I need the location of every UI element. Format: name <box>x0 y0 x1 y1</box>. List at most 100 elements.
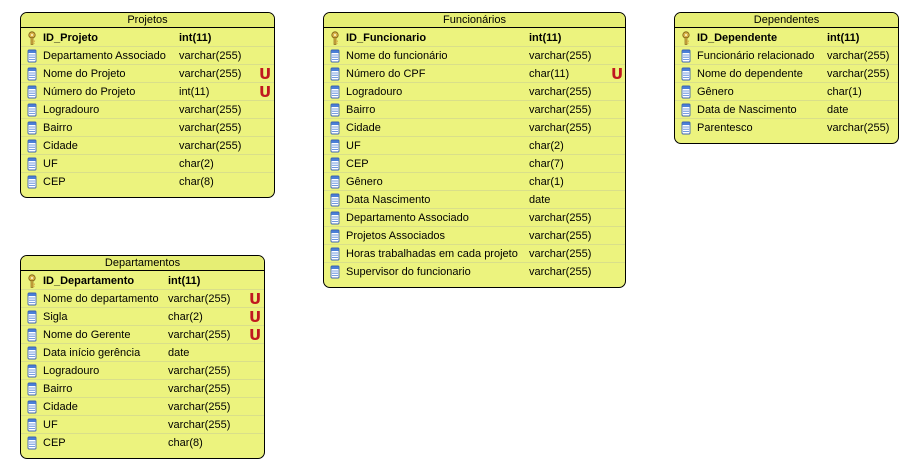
column-name: Projetos Associados <box>346 230 446 242</box>
column-icon <box>26 85 38 99</box>
column-name: CEP <box>346 158 369 170</box>
column-type: int(11) <box>179 86 210 98</box>
column-type: varchar(255) <box>179 140 242 152</box>
column-type: varchar(255) <box>529 212 592 224</box>
column-type: date <box>827 104 849 116</box>
column-icon <box>329 229 341 243</box>
column-row[interactable]: Departamento Associado varchar(255) <box>324 209 625 227</box>
column-name: Cidade <box>43 140 78 152</box>
column-icon <box>329 67 341 81</box>
column-name: Bairro <box>346 104 376 116</box>
column-type: int(11) <box>179 32 212 44</box>
column-name: Cidade <box>43 401 78 413</box>
column-icon <box>26 139 38 153</box>
column-name: Cidade <box>346 122 381 134</box>
column-type: varchar(255) <box>179 104 242 116</box>
column-name: Número do Projeto <box>43 86 136 98</box>
column-type: char(11) <box>529 68 570 80</box>
column-icon <box>26 328 38 342</box>
column-type: varchar(255) <box>179 68 242 80</box>
column-type: varchar(255) <box>529 230 592 242</box>
column-icon <box>26 400 38 414</box>
column-name: CEP <box>43 437 66 449</box>
column-type: int(11) <box>827 32 860 44</box>
column-icon <box>329 49 341 63</box>
column-name: Gênero <box>697 86 734 98</box>
column-type: varchar(255) <box>168 401 231 413</box>
column-row[interactable]: Logradouro varchar(255) <box>21 101 274 119</box>
column-icon <box>26 436 38 450</box>
column-type: varchar(255) <box>529 122 592 134</box>
unique-index-icon: U <box>249 308 262 326</box>
column-type: char(8) <box>168 437 203 449</box>
column-row[interactable]: Cidade varchar(255) <box>324 119 625 137</box>
column-icon <box>680 85 692 99</box>
column-type: int(11) <box>168 275 201 287</box>
unique-index-icon: U <box>249 326 262 344</box>
primary-key-icon <box>329 31 341 45</box>
column-icon <box>26 157 38 171</box>
column-name: Logradouro <box>43 365 100 377</box>
column-name: Data início gerência <box>43 347 141 359</box>
column-row[interactable]: Projetos Associados varchar(255) <box>324 227 625 245</box>
column-row[interactable]: Cidade varchar(255) <box>21 398 264 416</box>
column-name: Data de Nascimento <box>697 104 797 116</box>
column-type: varchar(255) <box>529 266 592 278</box>
column-row[interactable]: Cidade varchar(255) <box>21 137 274 155</box>
column-name: Funcionário relacionado <box>697 50 815 62</box>
column-row[interactable]: Gênero char(1) <box>675 83 898 101</box>
column-row[interactable]: Data de Nascimento date <box>675 101 898 119</box>
column-icon <box>26 310 38 324</box>
column-type: char(1) <box>827 86 862 98</box>
table-title: Projetos <box>21 13 274 28</box>
column-type: char(1) <box>529 176 564 188</box>
column-icon <box>329 121 341 135</box>
column-row[interactable]: CEP char(8) <box>21 434 264 452</box>
column-name: Departamento Associado <box>346 212 469 224</box>
column-name: Logradouro <box>43 104 100 116</box>
column-icon <box>26 364 38 378</box>
column-icon <box>329 139 341 153</box>
column-type: char(2) <box>168 311 203 323</box>
column-icon <box>26 346 38 360</box>
column-type: char(7) <box>529 158 564 170</box>
column-icon <box>329 211 341 225</box>
column-name: Nome do departamento <box>43 293 159 305</box>
column-row[interactable]: CEP char(7) <box>324 155 625 173</box>
